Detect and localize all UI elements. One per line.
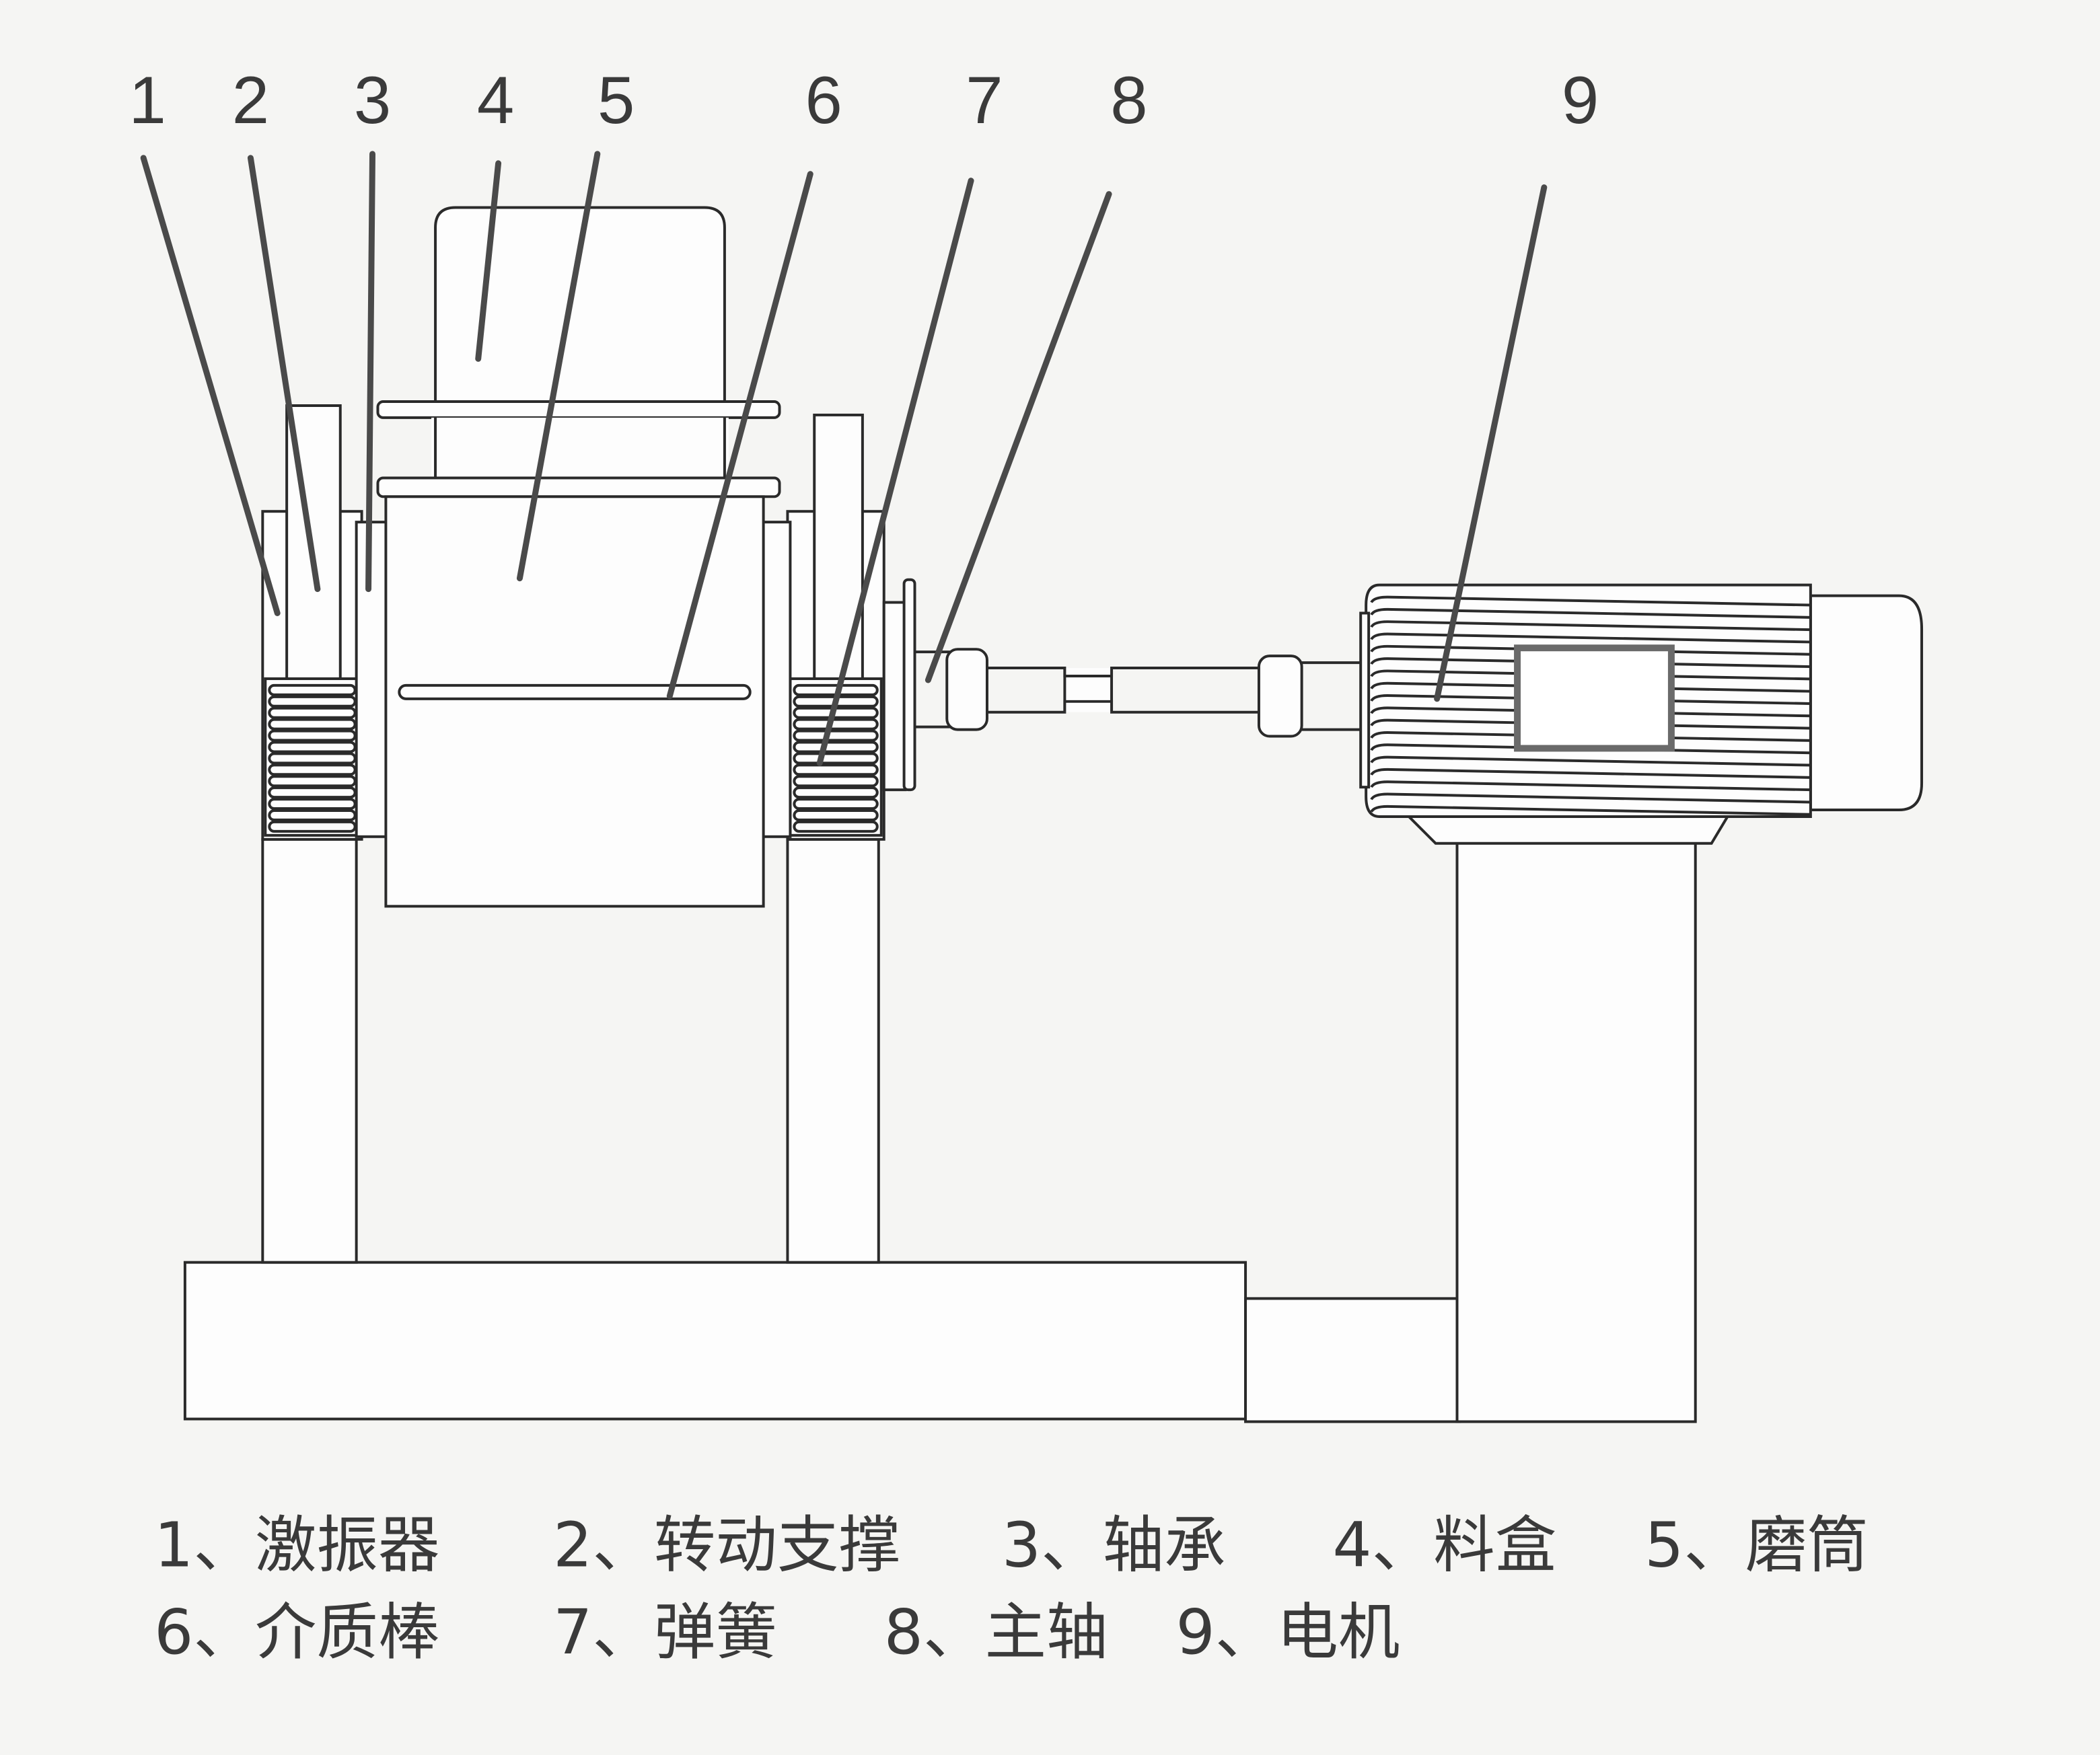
- motor-cooling-fins: [1370, 595, 1811, 816]
- callout-6: 6: [805, 63, 842, 138]
- left-bearing: [355, 521, 390, 838]
- legend-item-9: 9、电机: [1176, 1596, 1400, 1668]
- legend-item-4: 4、料盒: [1332, 1509, 1556, 1581]
- cooling-fin: [1370, 607, 1811, 619]
- leader-line-1: [140, 155, 281, 616]
- motor-nameplate: [1514, 644, 1675, 752]
- motor-pedestal: [1455, 831, 1697, 1423]
- legend-item-1: 1、激振器: [154, 1509, 439, 1581]
- leader-line-9: [1434, 184, 1548, 702]
- machine-base: [183, 1261, 1247, 1421]
- media-rod: [398, 683, 752, 700]
- legend-item-3: 3、轴承: [1002, 1509, 1226, 1581]
- spring-coil: [793, 741, 879, 753]
- cooling-fin: [1370, 681, 1811, 693]
- callout-7: 7: [966, 63, 1003, 138]
- right-rotating-support: [813, 413, 864, 681]
- callout-8: 8: [1110, 63, 1147, 138]
- motor-front-ring: [1359, 611, 1371, 789]
- leader-line-3: [365, 151, 375, 593]
- left-spring: [264, 677, 361, 837]
- spring-coil: [793, 718, 879, 731]
- cooling-fin: [1370, 644, 1811, 656]
- spring-coil: [793, 798, 879, 811]
- spring-coil: [793, 786, 879, 799]
- leader-line-6: [666, 171, 813, 700]
- cooling-fin: [1370, 632, 1811, 644]
- main-shaft: [914, 650, 1263, 729]
- cooling-fin: [1370, 669, 1811, 681]
- legend-item-5: 5、磨筒: [1644, 1509, 1869, 1581]
- left-leg: [261, 837, 358, 1264]
- shaft-neck: [1064, 675, 1112, 703]
- leader-line-5: [516, 151, 601, 582]
- cooling-fin: [1370, 620, 1811, 632]
- motor-end-cap: [1809, 594, 1924, 811]
- right-leg: [786, 837, 880, 1264]
- cooling-fin: [1370, 780, 1811, 792]
- motor-foot: [1406, 815, 1730, 845]
- cooling-fin: [1370, 755, 1811, 767]
- right-bearing: [759, 521, 792, 838]
- cooling-fin: [1370, 657, 1811, 669]
- shaft-mid: [1064, 668, 1112, 712]
- spring-coil: [793, 752, 879, 765]
- callout-4: 4: [477, 63, 514, 138]
- callout-9: 9: [1562, 63, 1599, 138]
- box-neck: [431, 417, 729, 478]
- legend-item-8: 8、主轴: [884, 1596, 1108, 1668]
- coupling-left: [945, 648, 988, 731]
- cooling-fin: [1370, 805, 1811, 816]
- leader-line-8: [925, 191, 1112, 683]
- spring-coil: [793, 763, 879, 776]
- box-flange-bottom: [376, 476, 781, 498]
- coupling-right: [1257, 655, 1303, 738]
- leader-line-7: [816, 178, 974, 766]
- cooling-fin: [1370, 743, 1811, 755]
- base-connector: [1244, 1297, 1461, 1423]
- leader-line-2: [247, 155, 321, 593]
- legend-item-2: 2、转动支撑: [553, 1509, 900, 1581]
- spring-coil: [793, 809, 879, 821]
- motor-shaft: [1301, 661, 1367, 731]
- cooling-fin: [1370, 706, 1811, 718]
- material-box: [434, 206, 726, 402]
- cooling-fin: [1370, 694, 1811, 705]
- cooling-fin: [1370, 731, 1811, 742]
- spring-coil: [793, 775, 879, 788]
- spring-coil: [793, 729, 879, 742]
- callout-5: 5: [598, 63, 635, 138]
- callout-1: 1: [129, 63, 166, 138]
- cooling-fin: [1370, 768, 1811, 779]
- flange-disc: [902, 578, 916, 792]
- callout-3: 3: [354, 63, 391, 138]
- cooling-fin: [1370, 792, 1811, 804]
- cooling-fin: [1370, 595, 1811, 607]
- legend-item-7: 7、弹簧: [553, 1596, 777, 1668]
- leader-line-4: [475, 160, 502, 362]
- flange-plate: [882, 601, 907, 792]
- spring-coil: [793, 820, 879, 833]
- callout-2: 2: [232, 63, 269, 138]
- mill-drum: [384, 495, 765, 908]
- box-flange-top: [376, 400, 781, 419]
- cooling-fin: [1370, 718, 1811, 730]
- legend-item-6: 6、介质棒: [154, 1596, 439, 1668]
